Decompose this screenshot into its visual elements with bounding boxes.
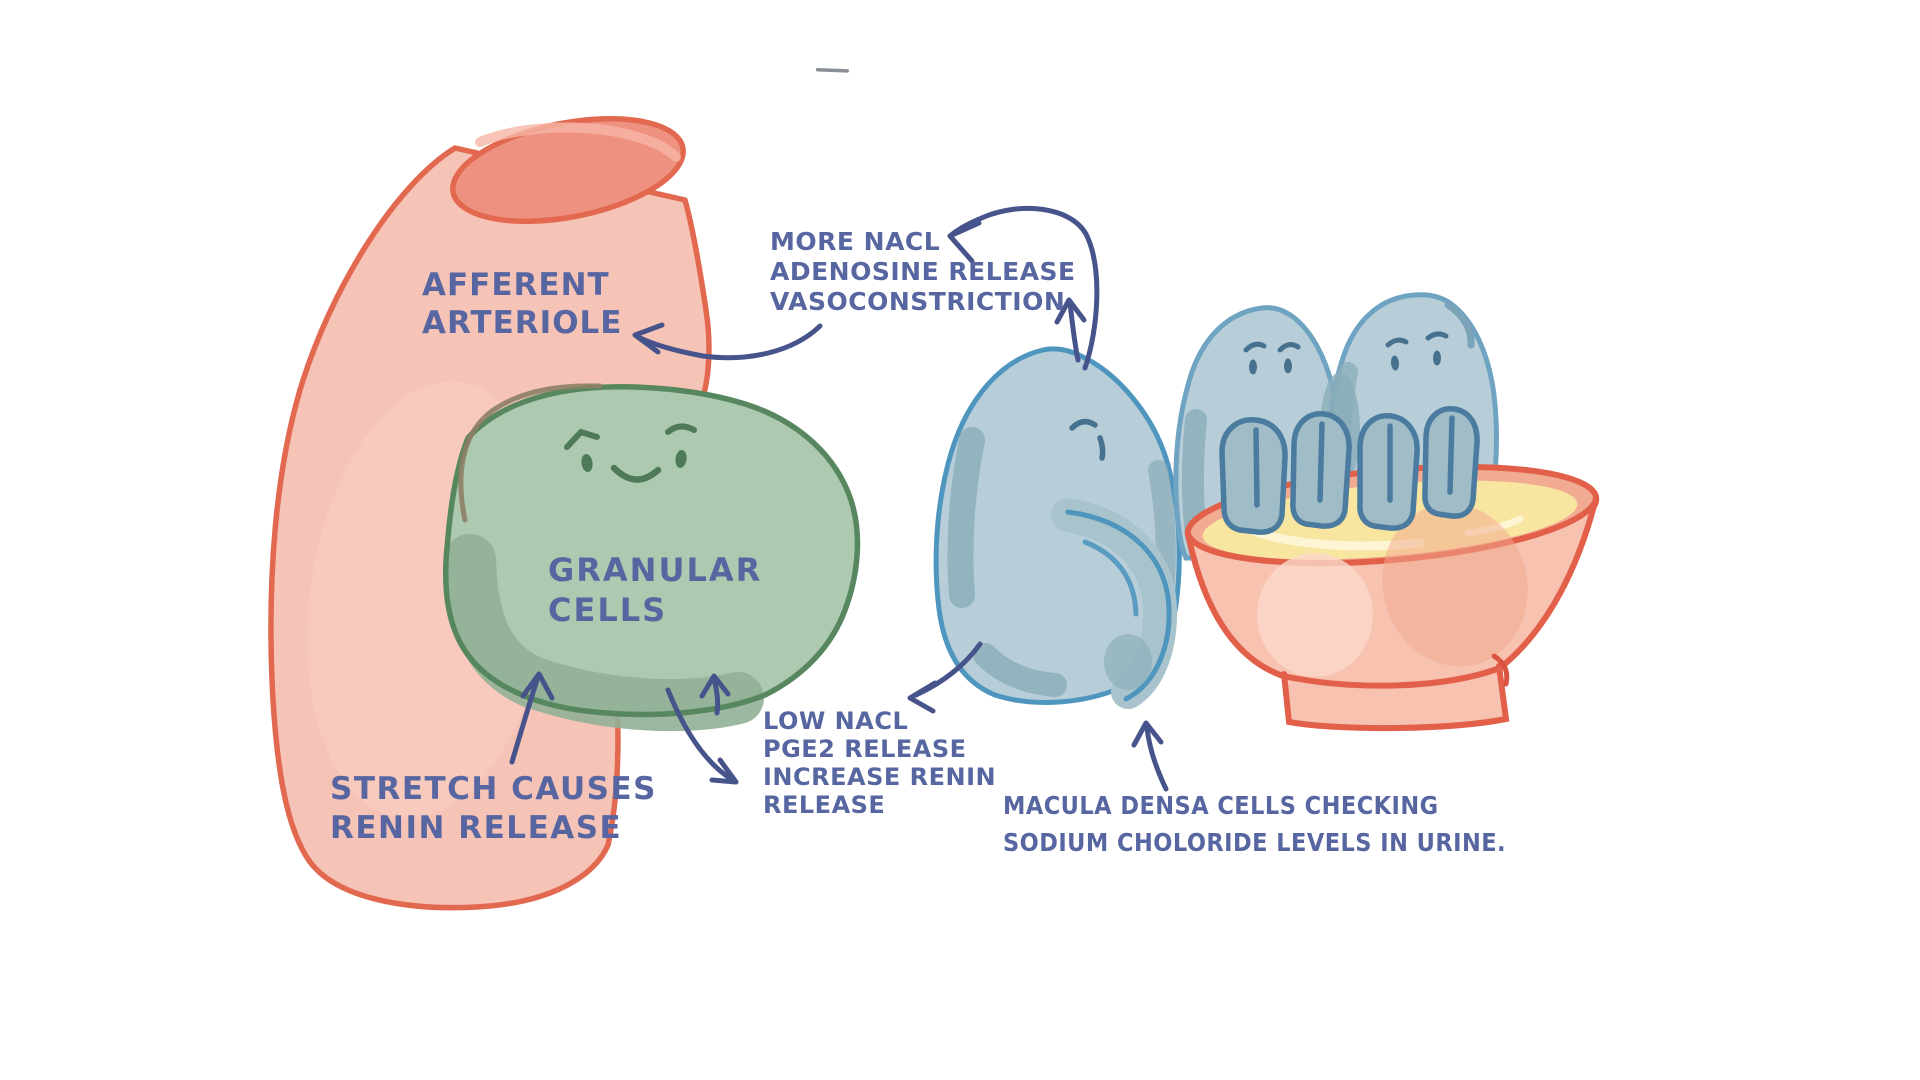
middle-cell-left-mitt — [1219, 417, 1288, 535]
right-cell-head-crease — [1444, 301, 1475, 349]
bowl-foot-squiggle — [1491, 653, 1510, 687]
large-cell-eye — [1097, 435, 1106, 461]
arrow-vasoconstriction-up — [1054, 297, 1087, 363]
arrow-stretch-to-granular — [509, 671, 555, 765]
large-cell-shade-left — [947, 427, 985, 608]
arrow-macula-to-cell — [1131, 720, 1169, 792]
large-cell-eyebrow — [1069, 418, 1098, 431]
granular-cell-face — [564, 423, 697, 483]
vessel-opening-gloss — [475, 122, 681, 162]
middle-cell-right-mitt-line — [1317, 421, 1325, 503]
stray-mark — [815, 68, 849, 73]
label-afferent-arteriole: AFFERENT ARTERIOLE — [422, 267, 623, 341]
label-stretch-causes-renin: STRETCH CAUSES RENIN RELEASE — [330, 771, 657, 846]
annotation-arrows — [509, 206, 1169, 792]
arrow-cell-to-low-nacl — [907, 641, 983, 714]
arrow-cell-to-more-nacl — [947, 206, 1100, 371]
label-granular-cells: GRANULAR CELLS — [548, 551, 763, 629]
arrow-to-afferent-arteriole — [632, 322, 823, 361]
right-cell-left-eye — [1390, 355, 1400, 371]
granular-right-eyebrow — [665, 423, 697, 435]
large-cell-arm-outline-outer — [1065, 509, 1172, 702]
granular-left-eye — [581, 454, 593, 472]
right-cell-right-eye — [1433, 350, 1441, 366]
bowl-highlight-left — [1257, 553, 1373, 677]
granular-cell-outline — [442, 384, 861, 718]
arrow-granular-to-low-nacl — [665, 687, 739, 785]
label-low-nacl: LOW NACL PGE2 RELEASE INCREASE RENIN REL… — [763, 707, 997, 819]
middle-cell-face — [1243, 341, 1301, 375]
label-macula-densa: MACULA DENSA CELLS CHECKING SODIUM CHOLO… — [1003, 791, 1507, 857]
right-cell-face — [1385, 331, 1449, 371]
granular-smile — [610, 464, 662, 483]
middle-cell-left-eye — [1249, 359, 1257, 375]
granular-cell — [442, 383, 861, 732]
middle-cell-right-eye — [1284, 358, 1292, 374]
large-cell-arm-outline-inner — [1082, 539, 1139, 617]
label-more-nacl: MORE NACL ADENOSINE RELEASE VASOCONSTRIC… — [770, 227, 1076, 316]
large-cell-face — [1069, 418, 1106, 461]
bowl-foot-outline — [1281, 663, 1510, 732]
middle-cell-mitts — [1219, 411, 1352, 535]
middle-cell-left-mitt-line — [1253, 427, 1260, 508]
bowl-shade-right — [1382, 503, 1528, 667]
granular-left-eyebrow — [564, 428, 600, 450]
large-cell-hand-shade — [1104, 634, 1152, 690]
cell-arms — [1051, 406, 1480, 709]
large-cell-shade-bottom — [973, 643, 1067, 697]
granular-cell-outline-tan — [458, 383, 603, 523]
granular-right-eye — [675, 450, 687, 468]
right-cell-mitts — [1357, 406, 1480, 531]
right-cell-left-eyebrow — [1385, 337, 1409, 348]
right-cell-right-eyebrow — [1425, 331, 1449, 341]
right-cell-right-mitt-line — [1447, 415, 1455, 495]
middle-cell-right-eyebrow — [1277, 342, 1301, 353]
middle-cell-left-eyebrow — [1243, 341, 1267, 353]
arrow-renin-into-granular — [699, 673, 731, 716]
granular-cell-body — [445, 386, 858, 715]
